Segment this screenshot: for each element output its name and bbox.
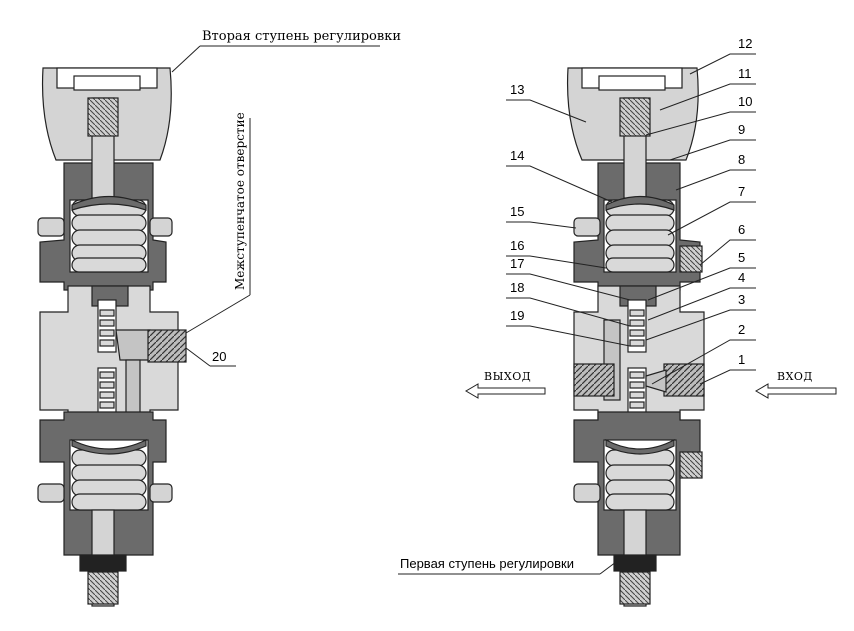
callout-14: 14 [510,148,524,163]
inlet-label: ВХОД [777,370,813,383]
callout-18: 18 [510,280,524,295]
label-second-stage: Вторая ступень регулировки [171,29,401,73]
outlet-label: ВЫХОД [484,370,531,383]
callout-12: 12 [738,36,752,51]
callout-11: 11 [738,66,752,81]
left-regulator [37,67,187,607]
left-main-body [39,285,179,441]
outlet-arrow [465,383,546,399]
callout-6: 6 [738,222,745,237]
left-upper-spring [71,199,147,273]
interstage-hole-text: Межступенчатое отверстие [233,112,247,290]
right-regulator [567,67,705,607]
callout-2: 2 [738,322,745,337]
callout-1: 1 [738,352,745,367]
callout-4: 4 [738,270,745,285]
callout-20-text: 20 [212,349,226,364]
callout-17: 17 [510,256,524,271]
second-stage-text: Вторая ступень регулировки [202,29,401,44]
right-callout-numbers: 12 11 10 9 8 7 6 5 4 3 2 1 13 14 15 16 1… [510,36,752,367]
right-lower-spring [605,449,675,511]
callout-8: 8 [738,152,745,167]
callout-3: 3 [738,292,745,307]
callout-16: 16 [510,238,524,253]
right-upper-spring [605,199,675,273]
label-interstage-hole: Межступенчатое отверстие [185,112,251,334]
callout-15: 15 [510,204,524,219]
right-outlet-port [573,363,615,397]
inlet-arrow [755,383,837,399]
label-first-stage: Первая ступень регулировки [398,556,617,575]
right-inlet-port [663,363,705,397]
callout-5: 5 [738,250,745,265]
callout-7: 7 [738,184,745,199]
callout-9: 9 [738,122,745,137]
callout-10: 10 [738,94,752,109]
first-stage-text: Первая ступень регулировки [400,556,574,571]
callout-20: 20 [185,347,236,367]
callout-13: 13 [510,82,524,97]
callout-19: 19 [510,308,524,323]
right-leader-lines [506,53,756,385]
left-interstage-port [147,329,187,363]
left-lower-spring [71,449,147,511]
